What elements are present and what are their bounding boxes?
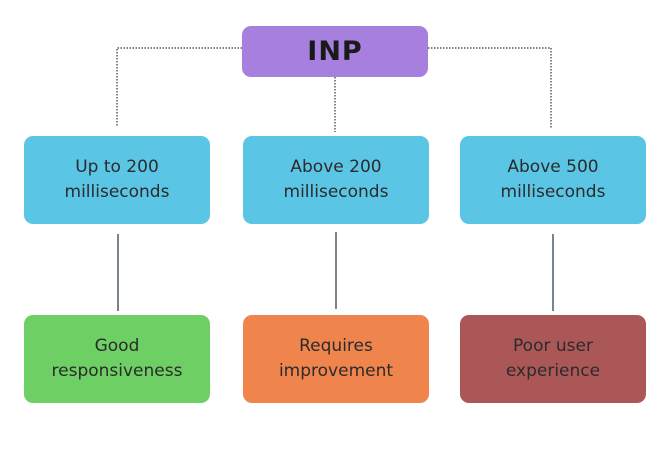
outcome-node-needs-improvement: Requires improvement: [243, 315, 429, 403]
connector-root-right: [428, 47, 552, 128]
outcome-label: Poor user experience: [505, 336, 601, 381]
outcome-label: Good responsiveness: [51, 336, 183, 381]
root-node-inp: INP: [242, 26, 428, 77]
outcome-node-good: Good responsiveness: [24, 315, 210, 403]
threshold-node-above-200: Above 200 milliseconds: [243, 136, 429, 224]
connector-root-left: [116, 47, 242, 126]
threshold-label: Up to 200 milliseconds: [64, 157, 170, 202]
threshold-label: Above 500 milliseconds: [500, 157, 606, 202]
root-label: INP: [307, 36, 363, 67]
threshold-node-above-500: Above 500 milliseconds: [460, 136, 646, 224]
outcome-node-poor: Poor user experience: [460, 315, 646, 403]
outcome-label: Requires improvement: [278, 336, 394, 381]
threshold-label: Above 200 milliseconds: [283, 157, 389, 202]
threshold-node-up-to-200: Up to 200 milliseconds: [24, 136, 210, 224]
